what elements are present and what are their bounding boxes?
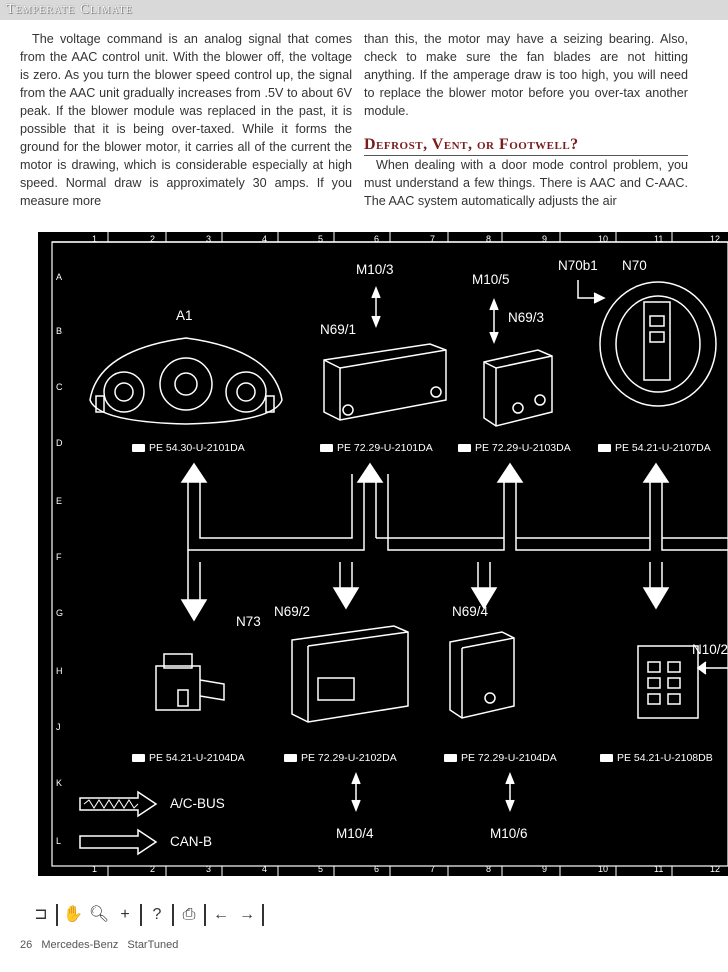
ref-label: PE 72.29-U-2102DA [284,752,397,764]
ref-label: PE 72.29-U-2101DA [320,442,433,454]
right-column: than this, the motor may have a seizing … [364,30,688,210]
book-icon [132,754,145,763]
row-letter: H [56,666,63,676]
label-m10-5: M10/5 [472,272,510,287]
col-number-bottom: 9 [542,864,548,874]
toolbar-divider [172,904,174,926]
col-number: 1 [92,234,98,244]
col-number: 7 [430,234,436,244]
book-icon [600,754,613,763]
frame-icon[interactable]: ⊐ [34,906,48,923]
forward-icon[interactable]: → [239,906,255,923]
col-number: 9 [542,234,548,244]
page-number: 26 [20,939,33,951]
book-icon [132,444,145,453]
label-n10-2: N10/2 [692,642,728,657]
col-number-bottom: 1 [92,864,98,874]
zoom-icon[interactable]: 🔍︎ [88,906,110,923]
row-letter: F [56,552,62,562]
row-letter: J [56,722,61,732]
label-n73: N73 [236,614,261,629]
ref-label: PE 72.29-U-2104DA [444,752,557,764]
crosshair-icon[interactable]: + [120,906,130,923]
book-icon [458,444,471,453]
legend-ac-bus: A/C-BUS [170,796,225,811]
label-m10-6: M10/6 [490,826,528,841]
col-number-bottom: 5 [318,864,324,874]
col-number: 12 [710,234,721,244]
diagram-graphics [51,232,728,876]
label-n69-1: N69/1 [320,322,357,337]
ref-label: PE 54.21-U-2107DA [598,442,711,454]
toolbar-divider [204,904,206,926]
label-m10-4: M10/4 [336,826,374,841]
left-column: The voltage command is an analog signal … [20,30,352,210]
book-icon [320,444,333,453]
ref-label: PE 54.30-U-2101DA [132,442,245,454]
row-letter: C [56,382,63,392]
row-letter: G [56,608,64,618]
toolbar-divider [56,904,58,926]
footer-brand: Mercedes-Benz [41,939,119,951]
toolbar-divider [140,904,142,926]
col-number-bottom: 3 [206,864,212,874]
col-number-bottom: 11 [654,864,664,874]
label-n69-4: N69/4 [452,604,489,619]
help-icon[interactable]: ? [152,906,162,923]
col-number-bottom: 4 [262,864,268,874]
right-paragraph-2: When dealing with a door mode control pr… [364,158,688,208]
footer-publication: StarTuned [127,939,179,951]
col-number: 2 [150,234,156,244]
label-n69-3: N69/3 [508,310,545,325]
row-letter: B [56,326,63,336]
ref-label: PE 72.29-U-2103DA [458,442,571,454]
right-paragraph-1: than this, the motor may have a seizing … [364,32,688,118]
col-number-bottom: 2 [150,864,156,874]
label-n69-2: N69/2 [274,604,311,619]
col-number-bottom: 12 [710,864,721,874]
ref-label: PE 54.21-U-2104DA [132,752,245,764]
row-letter: K [56,778,63,788]
hand-icon[interactable]: ✋ [63,906,83,923]
col-number: 4 [262,234,268,244]
col-number-bottom: 7 [430,864,436,874]
col-number: 10 [598,234,609,244]
col-number: 3 [206,234,212,244]
viewer-toolbar: ⊐ ✋ 🔍︎ + ? ⎙ ← → [30,902,264,928]
col-number-bottom: 6 [374,864,380,874]
book-icon [284,754,297,763]
row-letter: D [56,438,63,448]
col-number-bottom: 10 [598,864,609,874]
col-number: 6 [374,234,380,244]
page-header: Temperate Climate [0,0,728,20]
label-n70: N70 [622,258,647,273]
label-a1: A1 [176,308,193,323]
legend-can-b: CAN-B [170,834,213,849]
toolbar-divider [262,904,264,926]
book-icon [598,444,611,453]
section-heading: Defrost, Vent, or Footwell? [364,136,688,156]
col-number: 11 [654,234,664,244]
label-n70b1: N70b1 [558,258,598,273]
section-title: Temperate Climate [6,2,133,17]
book-icon [444,754,457,763]
wiring-diagram: 1 2 3 4 5 6 7 8 9 10 11 12 1 2 3 4 5 6 7… [38,232,728,876]
col-number-bottom: 8 [486,864,492,874]
page-footer: 26 Mercedes-Benz StarTuned [20,939,184,951]
print-icon[interactable]: ⎙ [182,906,196,923]
back-icon[interactable]: ← [213,906,229,923]
row-letter: A [56,272,63,282]
left-paragraph: The voltage command is an analog signal … [20,32,352,208]
label-m10-3: M10/3 [356,262,394,277]
ref-label: PE 54.21-U-2108DB [600,752,713,764]
row-letter: L [56,836,62,846]
col-number: 8 [486,234,492,244]
col-number: 5 [318,234,324,244]
row-letter: E [56,496,63,506]
